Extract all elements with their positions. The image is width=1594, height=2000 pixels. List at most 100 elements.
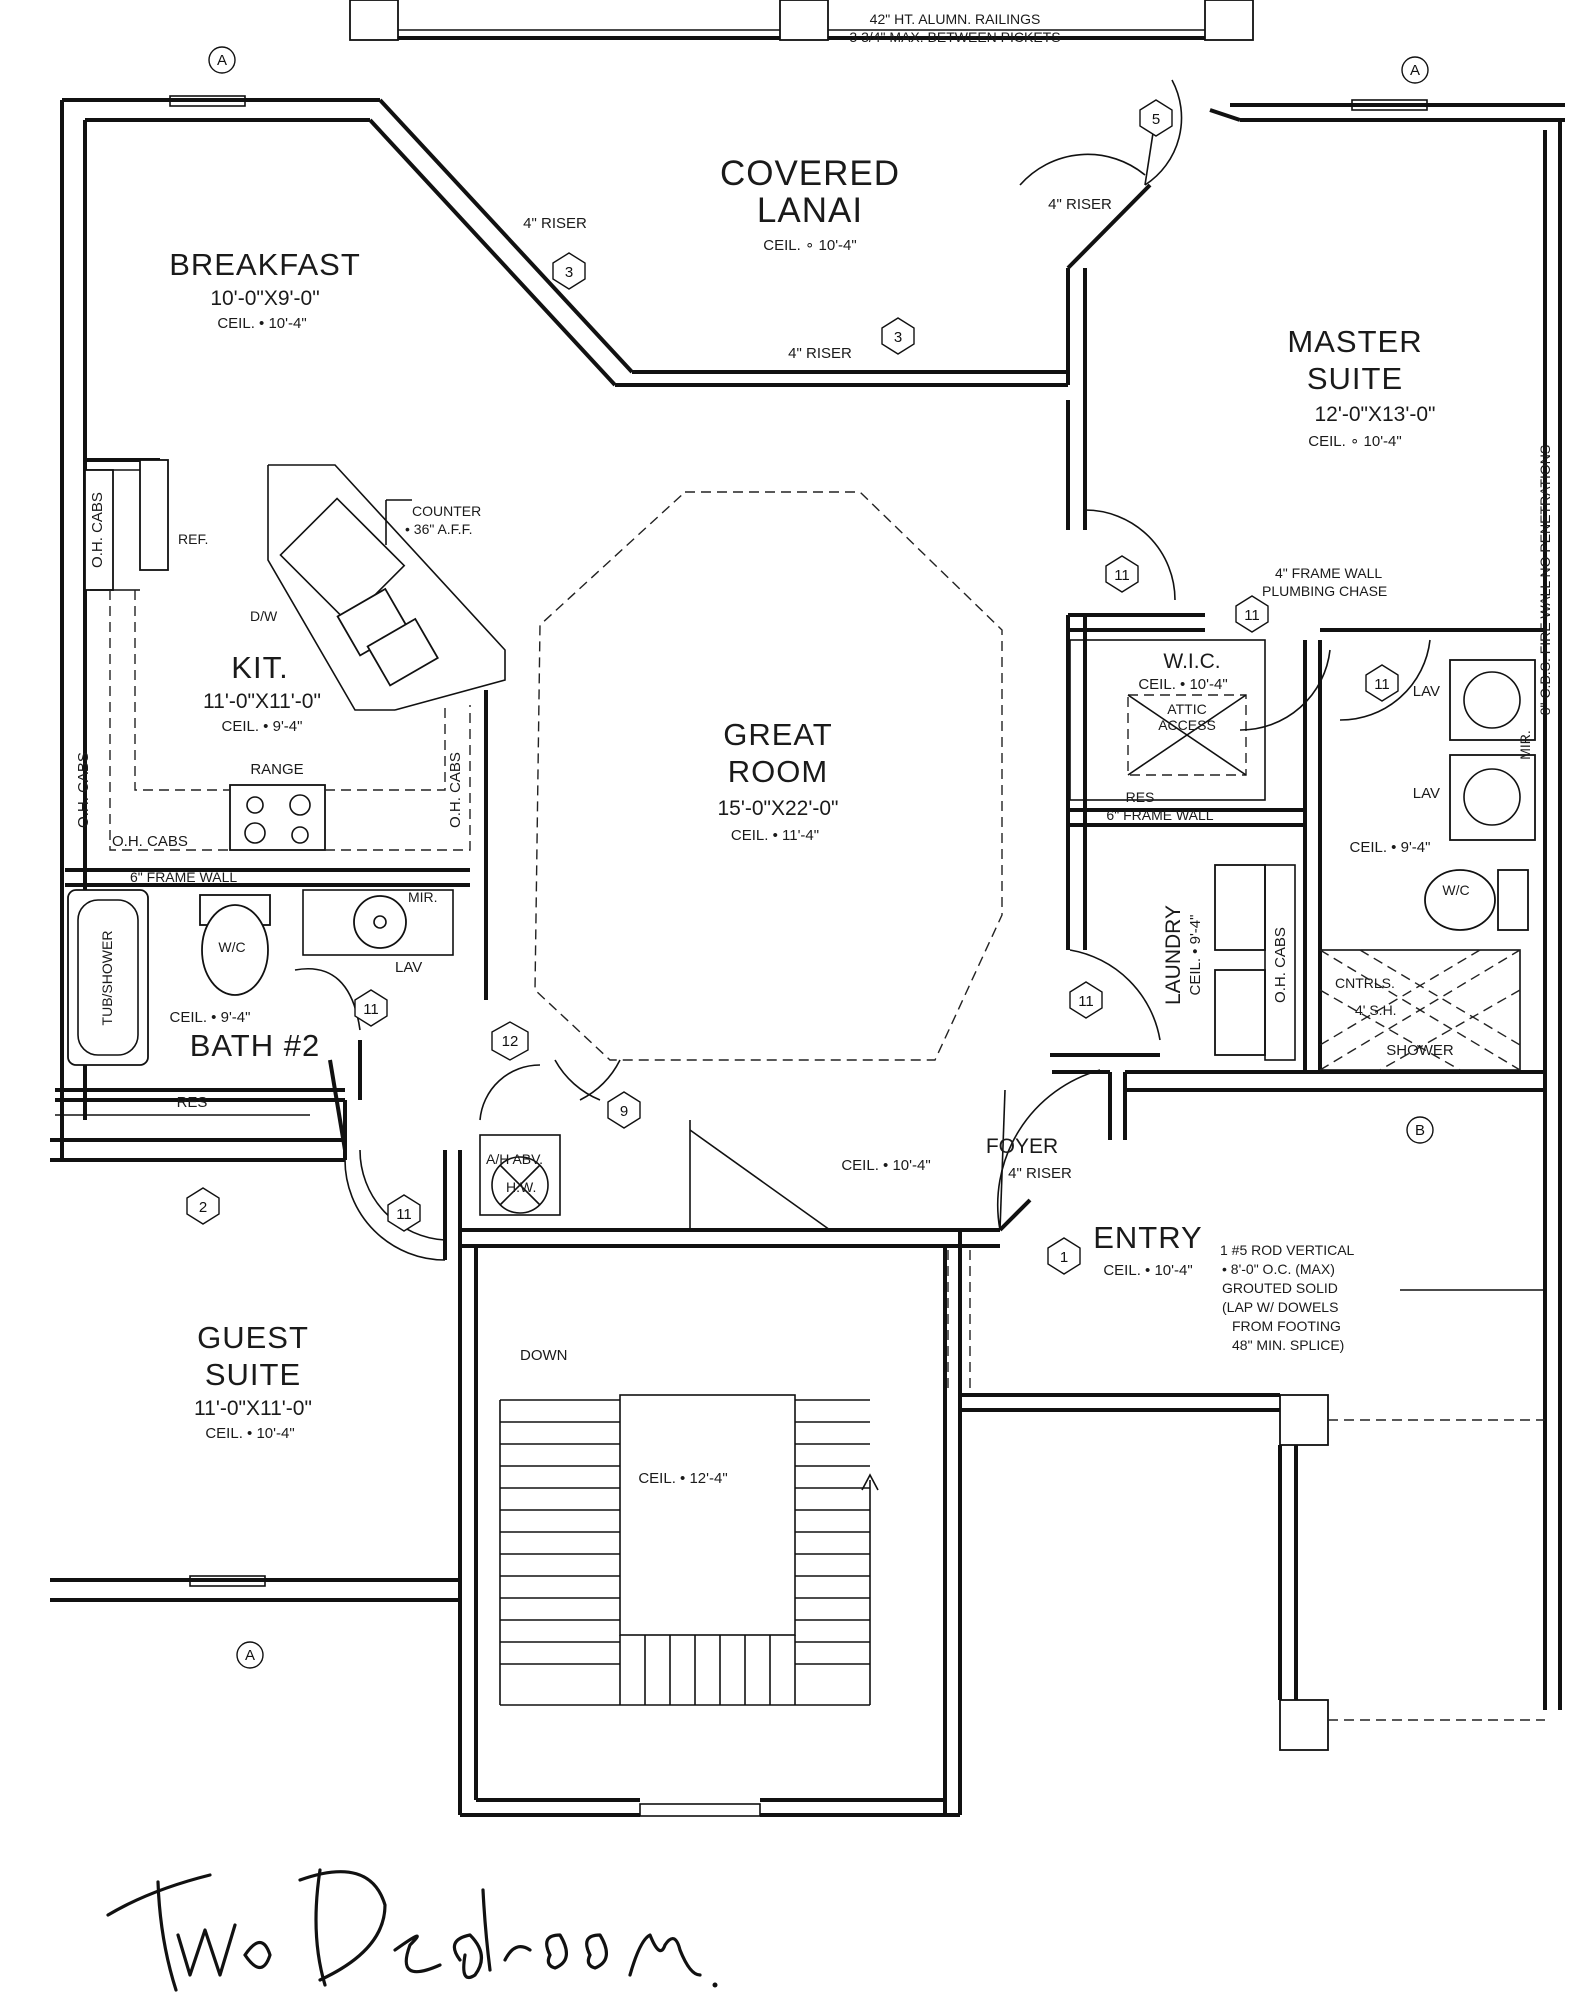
- tag-label: B: [1415, 1122, 1425, 1139]
- counter-note-line2: • 36" A.F.F.: [405, 521, 472, 537]
- tag-label: 11: [1078, 993, 1094, 1010]
- entry-ceil: CEIL. • 10'-4": [1103, 1262, 1192, 1279]
- ref-label: REF.: [178, 531, 208, 547]
- grid-tag-a-top-left: A: [208, 46, 236, 74]
- rod-note-line2: • 8'-0" O.C. (MAX): [1222, 1261, 1335, 1277]
- lav-lower: LAV: [1413, 785, 1440, 802]
- shower-label: SHOWER: [1386, 1042, 1454, 1059]
- railing-note-line1: 42" HT. ALUMN. RAILINGS: [870, 11, 1041, 27]
- breakfast-name: BREAKFAST: [169, 247, 361, 282]
- exterior-walls: [50, 0, 1565, 1817]
- kitchen-name: KIT.: [231, 650, 288, 685]
- tag-label: 12: [502, 1033, 519, 1050]
- oh-cabs-left-top: O.H. CABS: [89, 492, 106, 568]
- master-wing: [1050, 509, 1545, 1071]
- great-room-name-line2: ROOM: [728, 754, 828, 789]
- tag-label: A: [1410, 62, 1420, 79]
- entry-name: ENTRY: [1093, 1220, 1203, 1255]
- entry-doors: [359, 1059, 1101, 1390]
- ah-closet: [479, 1134, 561, 1216]
- lanai-riser-bottom: 4" RISER: [788, 345, 852, 362]
- master-ceil: CEIL. ∘ 10'-4": [1308, 433, 1401, 450]
- oh-cabs-laundry: O.H. CABS: [1272, 927, 1289, 1003]
- stair-ceil: CEIL. • 12'-4": [638, 1470, 727, 1487]
- master-name-line1: MASTER: [1287, 324, 1422, 359]
- rod-note-line5: FROM FOOTING: [1232, 1318, 1341, 1334]
- cntrls-line1: CNTRLS.: [1335, 975, 1395, 991]
- master-dims: 12'-0"X13'-0": [1315, 403, 1436, 426]
- master-name-line2: SUITE: [1307, 361, 1403, 396]
- oh-cabs-right: O.H. CABS: [447, 752, 464, 828]
- ah-line1: A/H ABV.: [486, 1151, 543, 1167]
- oh-cabs-left-bottom: O.H. CABS: [75, 752, 92, 828]
- guest-name-line2: SUITE: [205, 1357, 301, 1392]
- tag-label: 11: [1114, 567, 1130, 584]
- rod-note-line3: GROUTED SOLID: [1222, 1280, 1338, 1296]
- grid-tag-a-top-right: A: [1401, 56, 1429, 84]
- tag-label: A: [245, 1647, 255, 1664]
- rod-note-line6: 48" MIN. SPLICE): [1232, 1337, 1344, 1353]
- tag-label: 11: [1244, 607, 1260, 624]
- tub-label: TUB/SHOWER: [99, 931, 115, 1026]
- great-room-ceiling-outline: [534, 491, 1003, 1061]
- door-tag-11-wic: 11: [1235, 595, 1269, 633]
- kitchen-dims: 11'-0"X11'-0": [203, 690, 321, 713]
- door-tag-5: 5: [1139, 99, 1173, 137]
- tag-label: 1: [1060, 1249, 1068, 1266]
- fire-wall-note: 8" C.B.S. FIRE WALL NO PENETRATIONS: [1537, 445, 1553, 716]
- door-tag-11-bath: 11: [1365, 664, 1399, 702]
- tag-label: 11: [396, 1206, 412, 1223]
- handwritten-signature: [106, 1868, 718, 1992]
- stairwell: [499, 1394, 879, 1706]
- lanai-ceil: CEIL. ∘ 10'-4": [763, 237, 856, 254]
- bath2-area: [55, 889, 462, 1261]
- grid-tag-b: B: [1406, 1116, 1434, 1144]
- attic-line2: ACCESS: [1158, 717, 1216, 733]
- breakfast-dims: 10'-0"X9'-0": [210, 287, 319, 310]
- guest-name-line1: GUEST: [197, 1320, 309, 1355]
- laundry-name: LAUNDRY: [1162, 905, 1185, 1005]
- door-tag-11-guest: 11: [387, 1194, 421, 1232]
- frame-wall-6-label: 6" FRAME WALL: [130, 869, 237, 885]
- cntrls-line2: 4' S.H.: [1355, 1002, 1397, 1018]
- breakfast-ceil: CEIL. • 10'-4": [217, 315, 306, 332]
- door-tag-11-master: 11: [1105, 555, 1139, 593]
- tag-label: 2: [199, 1199, 207, 1216]
- lanai-name-line1: COVERED: [720, 154, 900, 193]
- great-room-ceil: CEIL. • 11'-4": [731, 827, 819, 844]
- res-frame-line1: RES: [1126, 789, 1155, 805]
- mir-bath2: MIR.: [408, 889, 438, 905]
- wc-bath2: W/C: [218, 939, 245, 955]
- wic-name: W.I.C.: [1163, 650, 1220, 673]
- tag-label: A: [217, 52, 227, 69]
- guest-dims: 11'-0"X11'-0": [194, 1397, 312, 1420]
- tag-label: 11: [363, 1001, 379, 1018]
- grid-tag-a-bottom: A: [236, 1641, 264, 1669]
- foyer-ceil: CEIL. • 10'-4": [841, 1157, 930, 1174]
- guest-ceil: CEIL. • 10'-4": [205, 1425, 294, 1442]
- door-tag-1: 1: [1047, 1237, 1081, 1275]
- lav-upper: LAV: [1413, 683, 1440, 700]
- great-room-dims: 15'-0"X22'-0": [718, 797, 839, 820]
- frame-wall-4-line1: 4" FRAME WALL: [1275, 565, 1382, 581]
- dw-label: D/W: [250, 608, 278, 624]
- door-tag-11-bath2: 11: [354, 989, 388, 1027]
- door-tag-3-bottom: 3: [881, 317, 915, 355]
- oh-cabs-bottom: O.H. CABS: [112, 833, 188, 850]
- lanai-riser-left: 4" RISER: [523, 215, 587, 232]
- frame-wall-4-line2: PLUMBING CHASE: [1262, 583, 1387, 599]
- foyer-riser: 4" RISER: [1008, 1165, 1072, 1182]
- door-tag-11-laundry: 11: [1069, 981, 1103, 1019]
- lav-bath2: LAV: [395, 959, 422, 976]
- counter-note-line1: COUNTER: [412, 503, 481, 519]
- door-tag-3-left: 3: [552, 252, 586, 290]
- ah-line2: H.W.: [506, 1179, 536, 1195]
- mir-master: MIR.: [1517, 730, 1533, 760]
- tag-label: 3: [565, 264, 573, 281]
- res-frame-line2: 6" FRAME WALL: [1106, 807, 1213, 823]
- wic-ceil: CEIL. • 10'-4": [1138, 676, 1227, 693]
- tag-label: 11: [1374, 676, 1390, 693]
- laundry-ceil: CEIL. • 9'-4": [1187, 915, 1204, 996]
- bath2-ceil: CEIL. • 9'-4": [170, 1009, 251, 1026]
